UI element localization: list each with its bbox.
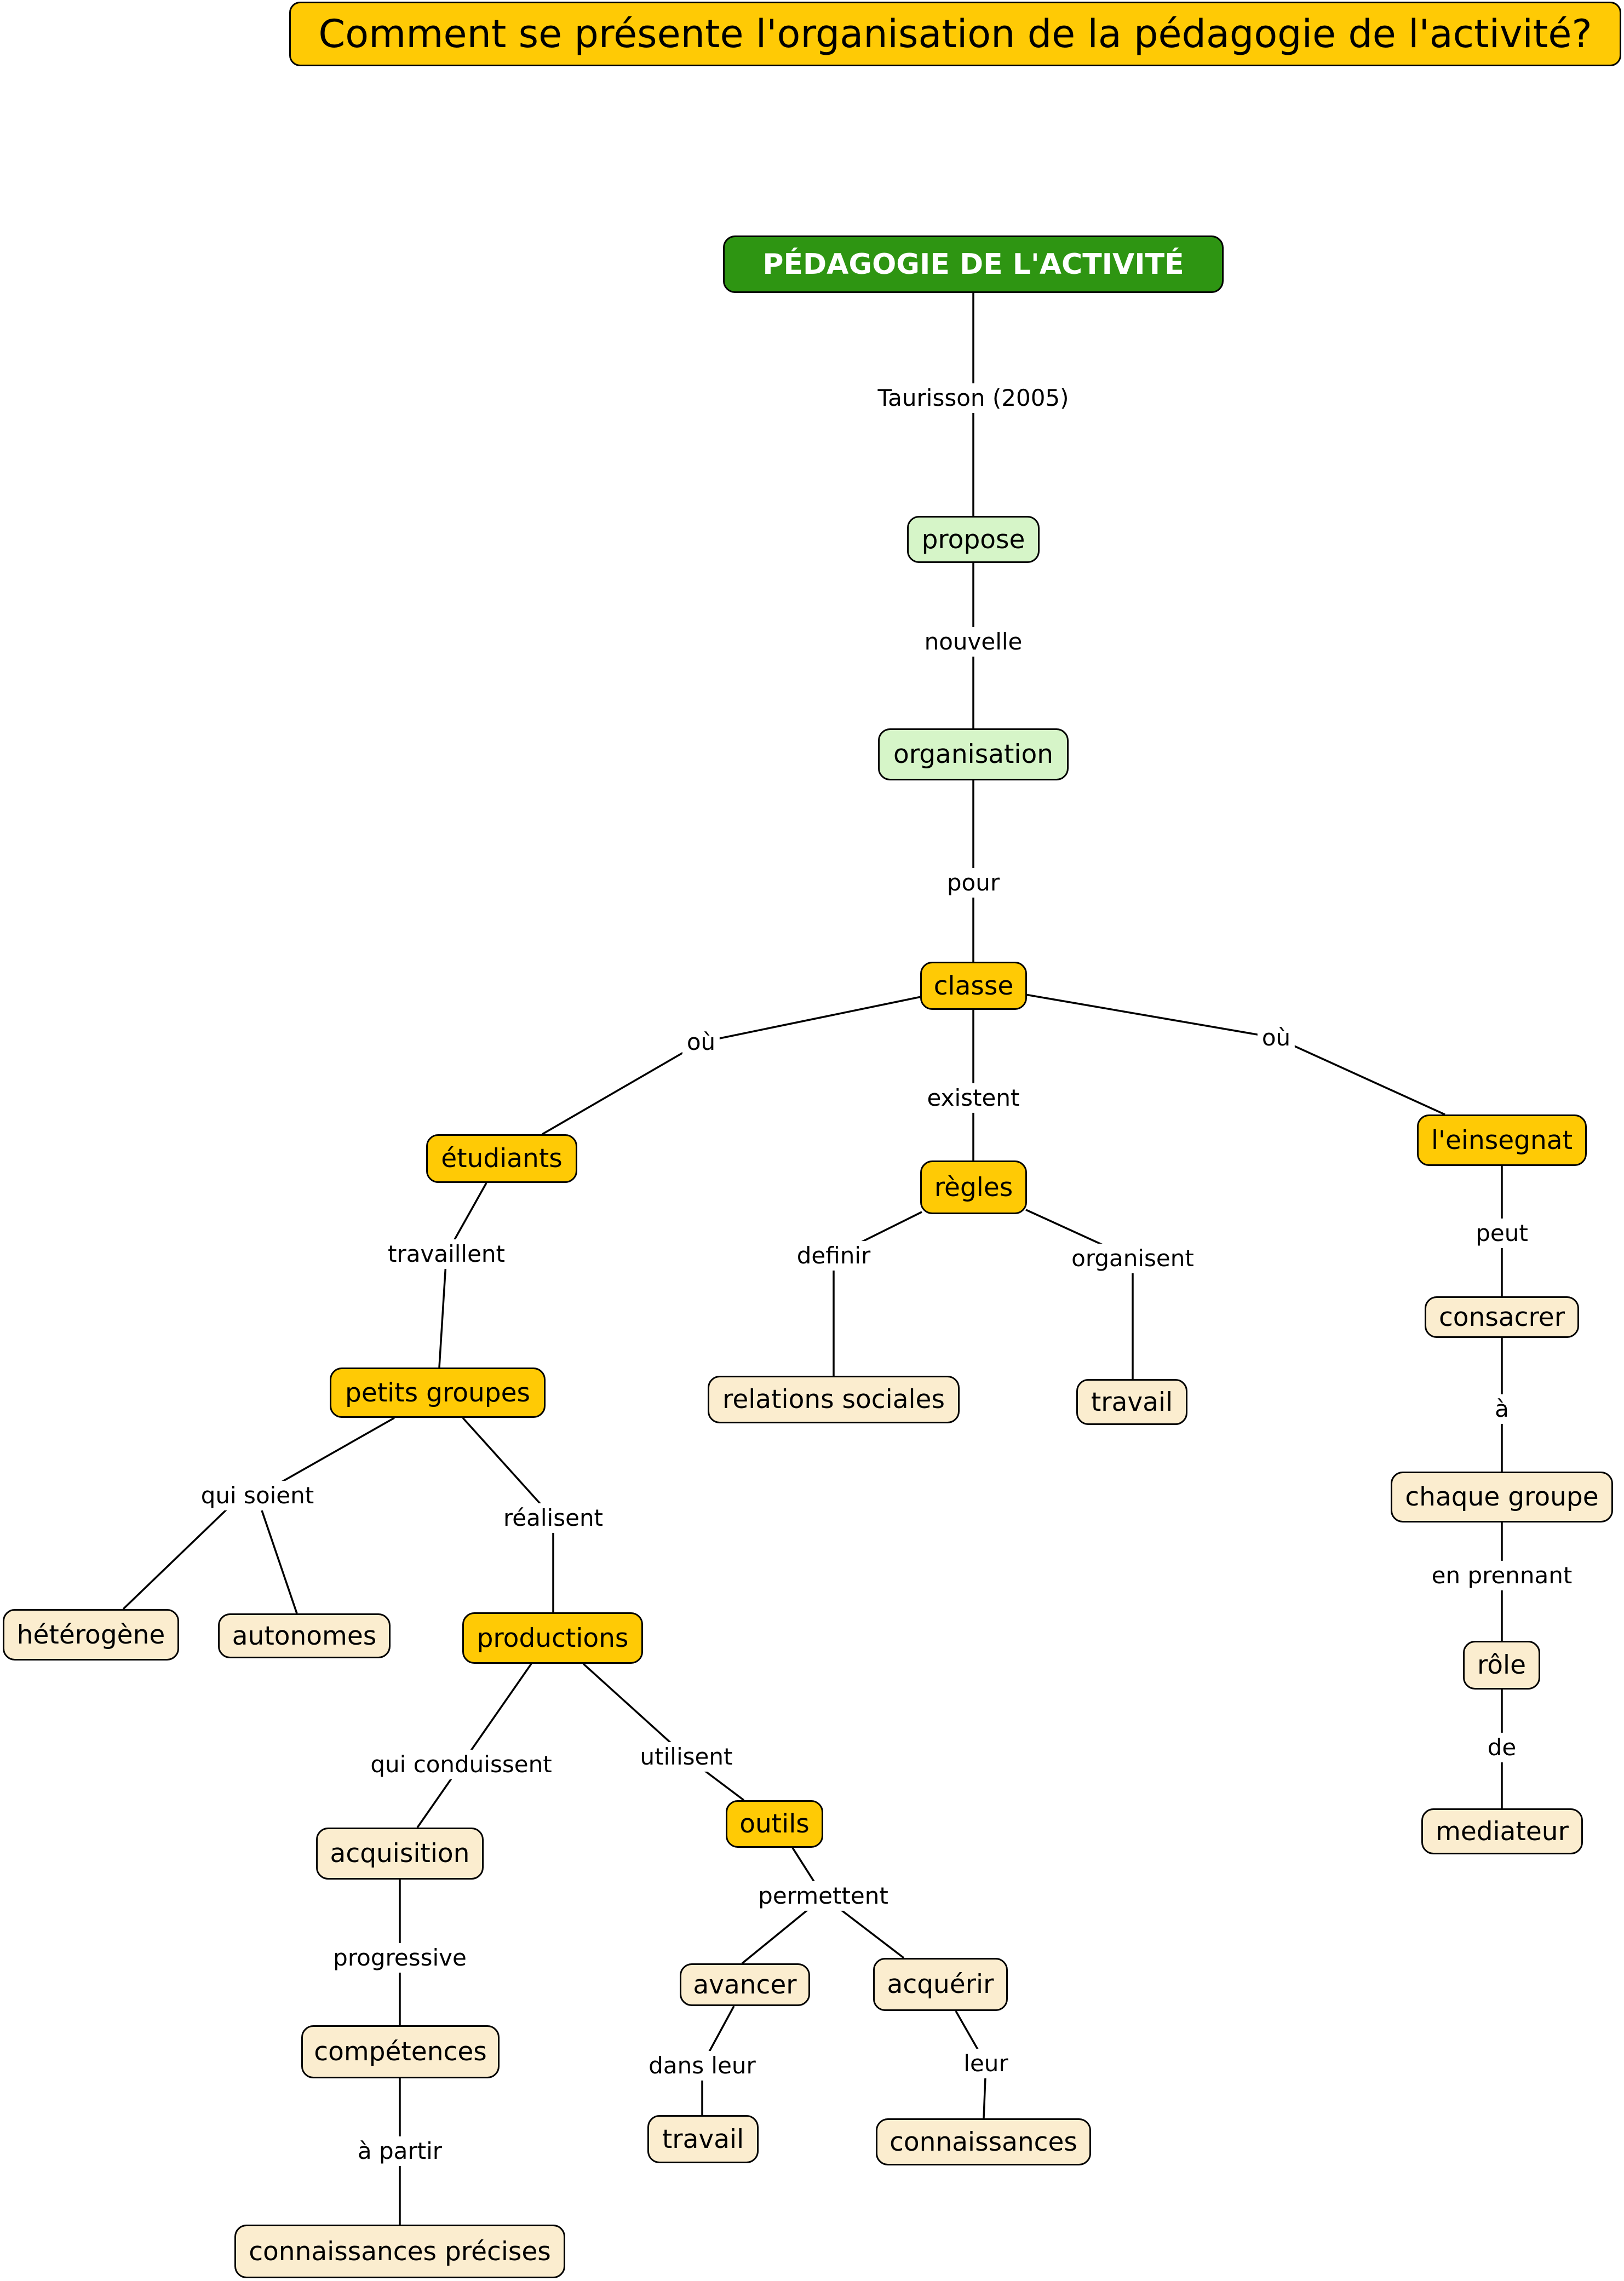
connector [542,1041,702,1135]
link-label-taurisson: Taurisson (2005) [873,383,1074,413]
connector [261,1510,298,1614]
connector [438,1254,447,1368]
concept-relations-sociales[interactable]: relations sociales [708,1376,960,1423]
link-label-progressive: progressive [329,1943,471,1973]
concept-root[interactable]: PÉDAGOGIE DE L'ACTIVITÉ [723,235,1224,293]
concept-acquerir[interactable]: acquérir [873,1958,1008,2011]
concept-travail-outils[interactable]: travail [647,2115,759,2163]
link-label-en-prennant: en prennant [1427,1560,1577,1591]
link-label-qui-soient: qui soient [196,1480,319,1511]
connector [462,1417,554,1519]
concept-connaissances[interactable]: connaissances [876,2118,1091,2165]
link-label-definir: definir [792,1240,875,1271]
concept-role[interactable]: rôle [1463,1641,1540,1690]
connector [1025,993,1277,1039]
page-title: Comment se présente l'organisation de la… [289,2,1621,66]
concept-propose[interactable]: propose [907,516,1040,563]
concept-classe[interactable]: classe [920,962,1027,1010]
link-label-ou-right: où [1257,1022,1295,1053]
link-label-utilisent: utilisent [635,1742,737,1772]
connector [701,996,922,1043]
link-label-organisent: organisent [1067,1243,1198,1274]
concept-organisation[interactable]: organisation [878,728,1069,780]
connector [1276,1037,1445,1116]
concept-outils[interactable]: outils [726,1800,823,1848]
connector [582,1663,687,1758]
concept-heterogene[interactable]: hétérogène [3,1609,179,1661]
concept-connaissances-precises[interactable]: connaissances précises [234,2225,565,2278]
concept-etudiants[interactable]: étudiants [426,1134,577,1183]
link-label-permettent: permettent [754,1881,893,1911]
link-label-a: à [1490,1394,1513,1424]
concept-petits-groupes[interactable]: petits groupes [330,1368,546,1418]
link-label-travaillent: travaillent [383,1239,509,1269]
link-label-peut: peut [1471,1218,1533,1249]
connector [460,1663,532,1765]
link-label-leur: leur [959,2048,1013,2079]
concept-competences[interactable]: compétences [301,2025,500,2078]
link-label-pour: pour [942,867,1005,898]
link-label-dans-leur: dans leur [644,2050,760,2081]
link-label-existent: existent [922,1083,1024,1113]
link-label-a-partir: à partir [353,2136,447,2167]
concept-regles[interactable]: règles [920,1160,1027,1214]
link-label-realisent: réalisent [498,1503,608,1533]
connector [122,1495,242,1610]
concept-enseignant[interactable]: l'einsegnat [1417,1114,1587,1166]
link-label-nouvelle: nouvelle [920,627,1027,657]
link-label-ou-left: où [682,1027,720,1058]
concept-chaque-groupe[interactable]: chaque groupe [1391,1472,1613,1522]
concept-travail-regles[interactable]: travail [1076,1379,1187,1425]
link-label-de: de [1483,1732,1521,1763]
concept-mediateur[interactable]: mediateur [1421,1808,1583,1854]
connector [741,1909,809,1964]
connector [840,1909,905,1959]
link-label-qui-conduissent: qui conduissent [366,1749,556,1780]
concept-consacrer[interactable]: consacrer [1425,1296,1579,1338]
concept-autonomes[interactable]: autonomes [218,1613,391,1658]
concept-acquisition[interactable]: acquisition [316,1828,484,1880]
concept-productions[interactable]: productions [462,1612,643,1664]
concept-avancer[interactable]: avancer [680,1963,810,2006]
